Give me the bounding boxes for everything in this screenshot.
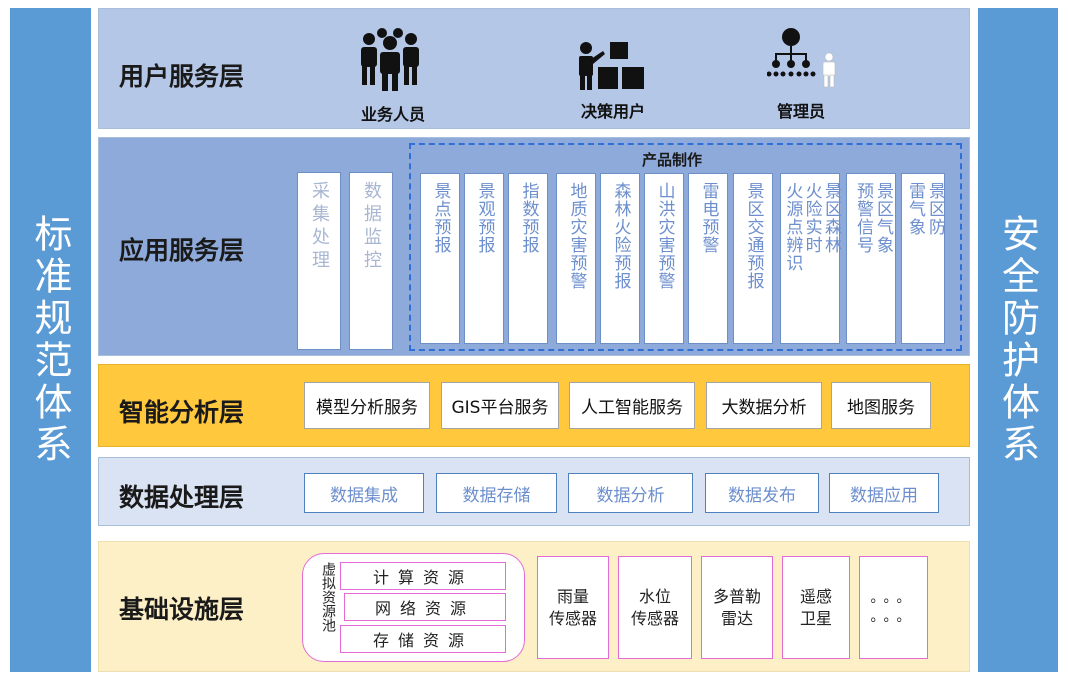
data-monitor-label: 数据监控 [361, 181, 382, 273]
product-item: 景区交通预报 [733, 173, 773, 344]
product-item: 景区森林 火险实时 火源点辨识 [780, 173, 841, 344]
product-item: 景点预报 [420, 173, 460, 344]
security-pillar-label: 安全防护体系 [995, 214, 1040, 466]
more-devices-box: 。。。 。。。 [859, 556, 928, 659]
virtual-pool-label: 虚拟资源池 [320, 562, 336, 632]
product-group-frame [409, 143, 962, 351]
intel-item: GIS平台服务 [441, 382, 559, 429]
app-layer-title: 应用服务层 [119, 236, 245, 265]
product-item: 森林火险预报 [600, 173, 640, 344]
user-label-admin: 管理员 [777, 102, 826, 121]
data-layer-title: 数据处理层 [119, 483, 245, 512]
data-item: 数据存储 [436, 473, 557, 513]
network-resource-box: 网络资源 [344, 593, 506, 621]
standards-pillar-label: 标准规范体系 [28, 214, 72, 466]
storage-resource-box: 存储资源 [340, 625, 506, 653]
data-item: 数据应用 [829, 473, 939, 513]
product-item: 景区气象 预警信号 [846, 173, 896, 344]
product-item: 景区防 雷气象 [901, 173, 945, 344]
user-label-business: 业务人员 [361, 105, 426, 124]
water-level-sensor-box: 水位 传感器 [618, 556, 692, 659]
compute-resource-box: 计算资源 [340, 562, 506, 590]
data-monitor-box: 数据监控 [349, 172, 393, 350]
intel-layer-title: 智能分析层 [119, 398, 245, 427]
user-layer-title: 用户服务层 [119, 62, 245, 91]
intel-analysis-layer: 智能分析层 模型分析服务 GIS平台服务 人工智能服务 大数据分析 地图服务 [98, 364, 970, 447]
product-item: 山洪灾害预警 [644, 173, 684, 344]
product-item: 地质灾害预警 [556, 173, 596, 344]
org-network-icon [767, 28, 836, 88]
user-service-layer: 用户服务层 业务人员 决策用户 [98, 8, 970, 129]
intel-item: 模型分析服务 [304, 382, 430, 429]
user-label-decision: 决策用户 [581, 102, 646, 121]
infrastructure-layer: 基础设施层 虚拟资源池 计算资源 网络资源 存储资源 雨量 传感器 水位 传感器… [98, 541, 970, 672]
data-item: 数据集成 [304, 473, 424, 513]
product-group-title: 产品制作 [642, 151, 703, 169]
doppler-radar-box: 多普勒 雷达 [701, 556, 773, 659]
collect-process-box: 采集处理 [297, 172, 341, 350]
product-item: 景观预报 [464, 173, 504, 344]
data-item: 数据发布 [705, 473, 819, 513]
intel-item: 大数据分析 [706, 382, 822, 429]
infra-layer-title: 基础设施层 [119, 595, 245, 624]
presenter-boxes-icon [579, 42, 644, 90]
standards-pillar: 标准规范体系 [10, 8, 91, 672]
data-processing-layer: 数据处理层 数据集成 数据存储 数据分析 数据发布 数据应用 [98, 457, 970, 526]
data-item: 数据分析 [568, 473, 693, 513]
intel-item: 地图服务 [831, 382, 931, 429]
remote-sensing-satellite-box: 遥感 卫星 [782, 556, 850, 659]
app-service-layer: 应用服务层 采集处理 数据监控 产品制作 景点预报 景观预报 指数预报 地质灾害… [98, 137, 970, 356]
group-people-icon [361, 28, 419, 91]
security-pillar: 安全防护体系 [978, 8, 1058, 672]
product-item: 指数预报 [508, 173, 548, 344]
rain-sensor-box: 雨量 传感器 [537, 556, 609, 659]
intel-item: 人工智能服务 [569, 382, 695, 429]
collect-process-label: 采集处理 [309, 181, 330, 273]
product-item: 雷电预警 [688, 173, 728, 344]
